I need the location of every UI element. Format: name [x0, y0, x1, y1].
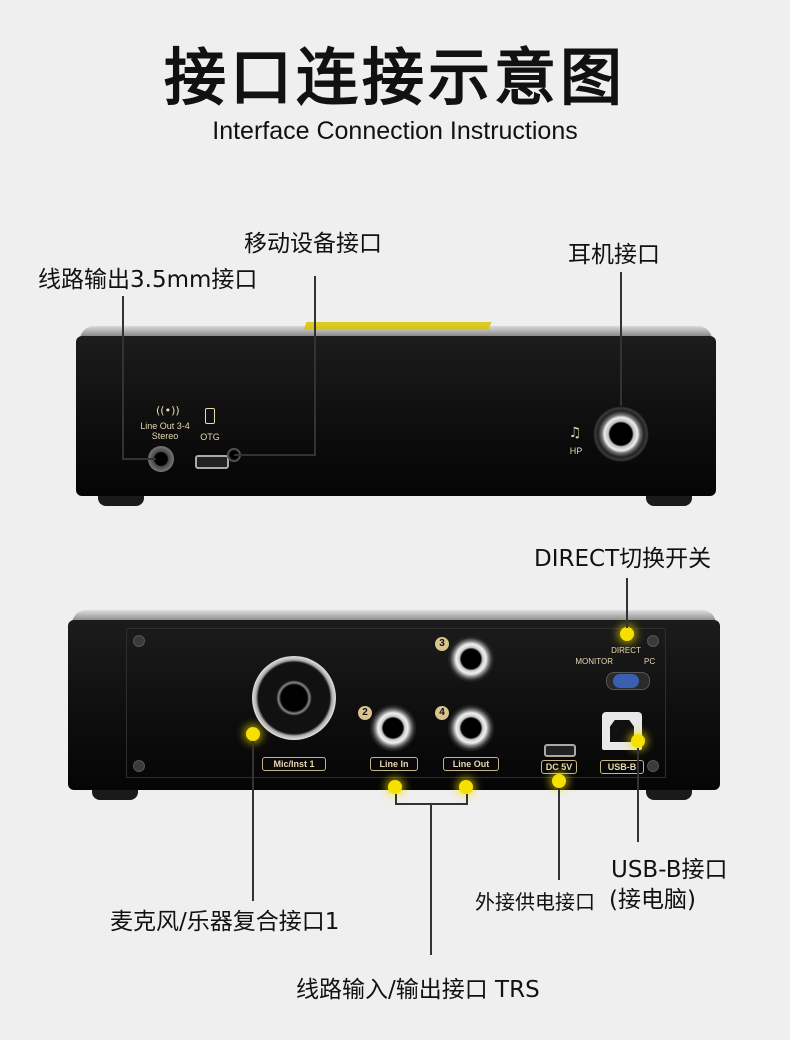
micro-usb-port[interactable] [195, 455, 229, 469]
screw-br [647, 760, 659, 772]
screw-tr [647, 635, 659, 647]
direct-switch-track[interactable] [606, 672, 650, 690]
switch-pc-label: PC [644, 657, 656, 666]
jack-number-4: 4 [435, 706, 449, 720]
dot-line-out [459, 780, 473, 794]
screw-bl [133, 760, 145, 772]
callout-direct-switch: DIRECT切换开关 [534, 546, 712, 572]
callout-trs: 线路输入/输出接口 TRS [296, 977, 540, 1003]
switch-direct-label: DIRECT [611, 646, 641, 655]
callout-usb-b: USB-B接口 [611, 857, 728, 883]
line-out-stereo-label: Stereo [151, 431, 179, 441]
callout-mobile-port: 移动设备接口 [244, 231, 382, 257]
jack-number-2: 2 [358, 706, 372, 720]
dc-5v-tag: DC 5V [541, 760, 577, 774]
leader-mic [252, 741, 254, 901]
otg-label: OTG [200, 432, 220, 442]
leader-usb-b [637, 748, 639, 842]
leader-mobile [314, 276, 316, 456]
headphone-jack[interactable] [593, 406, 649, 462]
dot-usb-b [631, 734, 645, 748]
leader-headphone [620, 272, 622, 406]
callout-dc-power: 外接供电接口 [475, 890, 595, 914]
leader-trs-left [395, 794, 397, 804]
jack-3[interactable] [448, 636, 494, 682]
line-in-jack[interactable] [370, 705, 416, 751]
usb-b-socket [610, 720, 634, 742]
direct-switch-knob[interactable] [613, 674, 639, 688]
dot-mic-inst [246, 727, 260, 741]
switch-monitor-label: MONITOR [575, 657, 613, 666]
back-foot-right [646, 790, 692, 800]
hp-label: HP [569, 446, 583, 456]
leader-line-out-35-h [122, 458, 156, 460]
dot-dc-5v [552, 774, 566, 788]
front-foot-left [98, 496, 144, 506]
leader-line-out-35 [122, 296, 124, 459]
line-in-tag: Line In [370, 757, 418, 771]
line-out-jack[interactable] [448, 705, 494, 751]
back-plate [126, 628, 666, 778]
mic-inst-tag: Mic/Inst 1 [262, 757, 326, 771]
line-out-tag: Line Out [443, 757, 499, 771]
callout-headphone-port: 耳机接口 [568, 242, 660, 268]
combo-xlr-jack[interactable] [252, 656, 336, 740]
dot-line-in [388, 780, 402, 794]
leader-trs-right [466, 794, 468, 804]
callout-line-out-35: 线路输出3.5mm接口 [38, 267, 258, 293]
line-out-label: Line Out 3-4 [140, 421, 190, 431]
headphone-icon: ♫ [568, 425, 582, 441]
leader-mobile-h [234, 454, 316, 456]
usb-b-tag: USB-B [600, 760, 644, 774]
dc-micro-usb-port[interactable] [544, 744, 576, 757]
callout-usb-b-pc: (接电脑) [609, 887, 696, 913]
back-foot-left [92, 790, 138, 800]
screw-tl [133, 635, 145, 647]
leader-dc [558, 788, 560, 880]
dot-direct-switch [620, 627, 634, 641]
phone-icon [205, 408, 215, 424]
front-foot-right [646, 496, 692, 506]
front-brand-strip [303, 322, 492, 330]
page-subtitle: Interface Connection Instructions [212, 117, 578, 145]
leader-trs-down [430, 803, 432, 955]
jack-number-3: 3 [435, 637, 449, 651]
leader-direct [626, 578, 628, 628]
page-title: 接口连接示意图 [163, 41, 626, 114]
stereo-output-icon: ((•)) [156, 404, 180, 417]
callout-mic-inst: 麦克风/乐器复合接口1 [110, 909, 340, 935]
